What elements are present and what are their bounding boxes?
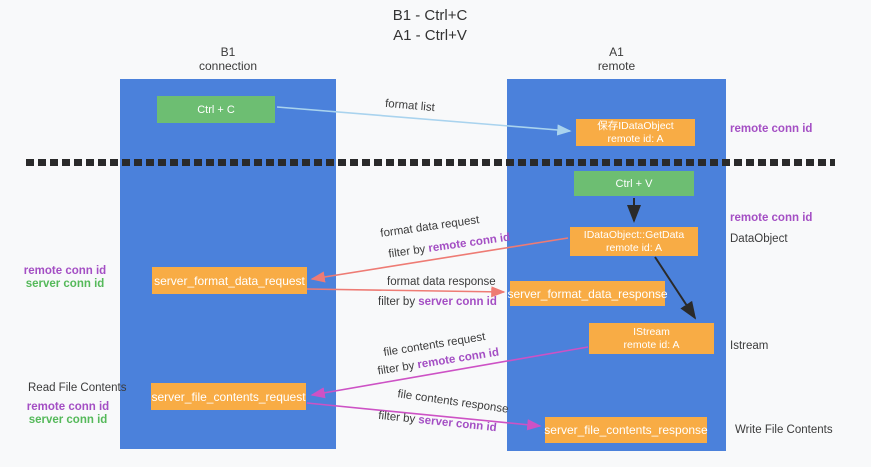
filter-by-text: filter by [378, 296, 419, 308]
format-list-label: format list [384, 97, 436, 115]
remote-conn-id-annotation-left: remote conn id [23, 265, 107, 277]
server-file-contents-response-node: server_file_contents_response [544, 417, 708, 443]
file-contents-response-label: file contents response [396, 388, 510, 416]
format-request-label: server_format_data_request [154, 273, 305, 288]
remote-conn-id-annotation-mid: remote conn id [730, 212, 813, 224]
idataobject-getdata-node: IDataObject::GetData remote id: A [570, 227, 698, 256]
left-column-header: B1 connection [120, 45, 336, 73]
dataobject-annotation: DataObject [730, 233, 788, 245]
format-response-label: server_format_data_response [507, 286, 668, 301]
file-contents-response-filter-label: filter by server conn id [378, 410, 497, 434]
left-column-subtitle: connection [198, 59, 258, 73]
file-request-label: server_file_contents_request [151, 389, 306, 404]
right-column-subtitle: remote [597, 59, 636, 73]
istream-node: IStream remote id: A [589, 323, 714, 354]
title-line-1: B1 - Ctrl+C [392, 7, 468, 24]
right-column-name: A1 [609, 45, 624, 59]
istream-line1: IStream [633, 325, 670, 338]
boundary-dashed-line [26, 159, 835, 166]
ctrl-c-label: Ctrl + C [197, 103, 235, 116]
server-format-data-request-node: server_format_data_request [152, 267, 307, 294]
format-data-request-label: format data request [379, 214, 481, 240]
write-file-contents-annotation: Write File Contents [735, 424, 833, 436]
istream-line2: remote id: A [623, 338, 680, 351]
remote-conn-id-text: remote conn id [427, 231, 511, 255]
filter-by-text: filter by [387, 242, 430, 261]
save-dataobject-node: 保存IDataObject remote id: A [576, 119, 695, 146]
save-dataobject-line1: 保存IDataObject [597, 119, 674, 132]
filter-by-text: filter by [376, 359, 419, 378]
ctrl-c-node: Ctrl + C [157, 96, 275, 123]
ctrl-v-label: Ctrl + V [615, 177, 653, 190]
remote-conn-id-annotation-top: remote conn id [730, 123, 813, 135]
server-file-contents-request-node: server_file_contents_request [151, 383, 306, 410]
format-data-response-label: format data response [387, 276, 496, 288]
diagram-title: B1 - Ctrl+C A1 - Ctrl+V [280, 6, 580, 46]
server-conn-id-annotation-bottom-left: server conn id [28, 414, 108, 426]
remote-conn-id-annotation-bottom-left: remote conn id [26, 401, 110, 413]
left-column-name: B1 [220, 45, 236, 59]
left-mid-conn-annotations: remote conn id server conn id [20, 265, 110, 291]
getdata-line1: IDataObject::GetData [583, 228, 685, 241]
getdata-line2: remote id: A [605, 241, 663, 254]
server-conn-id-annotation-left: server conn id [25, 278, 105, 290]
save-dataobject-line2: remote id: A [607, 132, 664, 145]
file-response-label: server_file_contents_response [544, 423, 708, 437]
filter-by-text: filter by [377, 409, 419, 426]
format-data-response-filter-label: filter by server conn id [378, 296, 497, 308]
arrow-format-data-response [306, 286, 506, 298]
title-line-2: A1 - Ctrl+V [393, 27, 467, 44]
server-conn-id-text: server conn id [417, 414, 498, 435]
read-file-contents-annotation: Read File Contents [28, 382, 127, 394]
server-format-data-response-node: server_format_data_response [507, 281, 668, 306]
server-conn-id-text: server conn id [418, 296, 497, 308]
istream-annotation: Istream [730, 340, 769, 352]
left-bottom-conn-annotations: remote conn id server conn id [23, 401, 113, 427]
right-column-header: A1 remote [507, 45, 726, 73]
ctrl-v-node: Ctrl + V [574, 171, 694, 196]
